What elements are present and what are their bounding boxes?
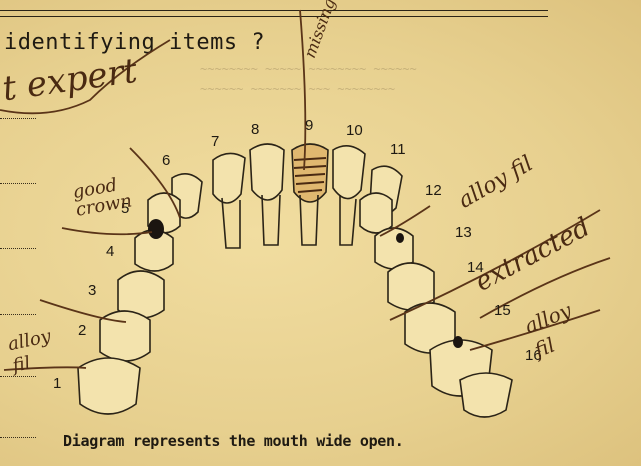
tooth-number-2: 2 — [78, 322, 86, 339]
tooth-number-7: 7 — [211, 133, 219, 150]
tooth-8 — [250, 144, 284, 200]
tooth-9 — [292, 144, 328, 202]
tooth-number-10: 10 — [346, 122, 363, 139]
crown-mark — [148, 219, 164, 239]
tooth-number-3: 3 — [88, 282, 96, 299]
tooth-number-13: 13 — [455, 224, 472, 241]
tooth-number-12: 12 — [425, 182, 442, 199]
tooth-number-1: 1 — [53, 375, 61, 392]
tooth-number-11: 11 — [390, 141, 406, 158]
tooth-number-15: 15 — [494, 302, 511, 319]
diagram-caption: Diagram represents the mouth wide open. — [63, 432, 404, 450]
tooth-number-8: 8 — [251, 121, 259, 138]
tooth-16b — [460, 373, 512, 417]
tooth-1 — [78, 358, 140, 414]
tooth-10 — [333, 146, 365, 199]
tooth-12 — [360, 193, 392, 233]
root-10 — [340, 195, 356, 245]
tooth-number-6: 6 — [162, 152, 170, 169]
tooth-number-4: 4 — [106, 243, 114, 260]
tooth-number-9: 9 — [305, 117, 313, 134]
tooth-7 — [213, 153, 245, 203]
root-7 — [222, 198, 240, 248]
root-8 — [262, 195, 280, 245]
